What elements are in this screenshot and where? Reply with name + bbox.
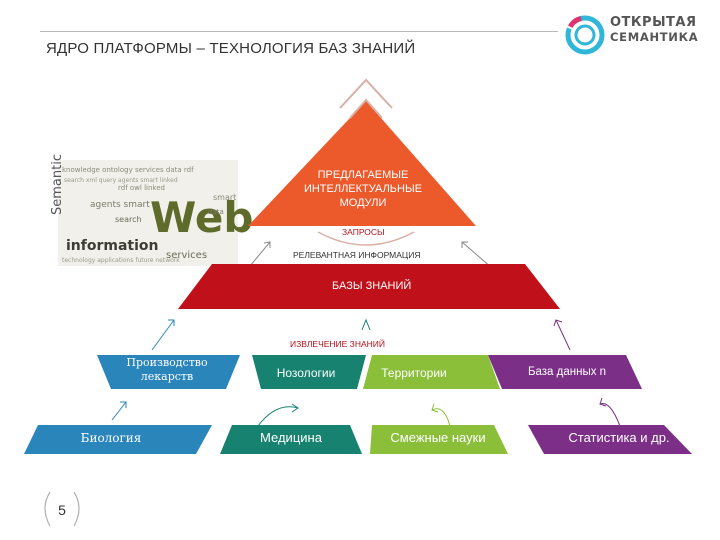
svg-text:Web: Web: [150, 193, 253, 242]
arrow-lower-2-icon: [291, 403, 299, 413]
page-bracket-right-icon: [73, 491, 80, 527]
upper-box-1: [97, 355, 240, 389]
lower-box-1-label: Биология: [80, 431, 142, 445]
extraction-label: ИЗВЛЕЧЕНИЕ ЗНАНИЙ: [290, 339, 385, 349]
upper-box-4-label: База данных n: [527, 366, 607, 378]
apex-bracket-icon: [349, 98, 383, 119]
logo-ring-icon: [565, 15, 605, 55]
svg-text:information: information: [66, 238, 159, 254]
logo-line-2: СЕМАНТИКА: [610, 30, 699, 44]
svg-text:agents smart: agents smart: [90, 200, 150, 210]
upper-box-2-label: Нозологии: [276, 366, 336, 380]
lower-box-2: [220, 425, 362, 454]
page-title: ЯДРО ПЛАТФОРМЫ – ТЕХНОЛОГИЯ БАЗ ЗНАНИЙ: [46, 40, 416, 57]
arrow-lower-3-icon: [431, 403, 439, 413]
relevant-info-label: РЕЛЕВАНТНАЯ ИНФОРМАЦИЯ: [293, 250, 421, 260]
queries-arc-icon: [317, 231, 415, 246]
knowledge-base-label: БАЗЫ ЗНАНИЙ: [332, 280, 412, 292]
upper-box-1-label: Производство лекарств: [126, 356, 208, 383]
svg-text:search: search: [115, 215, 142, 224]
svg-text:Semantic: Semantic: [50, 154, 65, 215]
arrow-extract-1-icon: [168, 319, 175, 326]
svg-text:rdf owl linked: rdf owl linked: [118, 184, 165, 192]
upper-box-3: [363, 355, 500, 389]
pyramid-top-shape: [248, 101, 476, 226]
lower-box-1: [24, 425, 212, 454]
queries-label: ЗАПРОСЫ: [342, 227, 385, 237]
pyramid-top-label: ПРЕДЛАГАЕМЫЕ ИНТЕЛЛЕКТУАЛЬНЫЕ МОДУЛИ: [303, 169, 423, 209]
logo-text: ОТКРЫТАЯ СЕМАНТИКА: [610, 15, 699, 45]
arrow-lower-1-icon: [120, 401, 127, 408]
svg-text:data: data: [208, 208, 224, 216]
upper-box-4: [488, 355, 642, 389]
apex-bracket-outer-icon: [339, 78, 393, 109]
svg-text:technology applications future: technology applications future network: [62, 257, 180, 264]
arrow-up-left-icon: [263, 241, 271, 248]
svg-text:smart: smart: [213, 193, 236, 202]
lower-box-3: [370, 425, 508, 454]
upper-box-3-label: Территории: [381, 366, 447, 380]
page-bracket-left-icon: [44, 491, 51, 527]
page-number: 5: [38, 492, 86, 532]
lower-box-4-label: Статистика и др.: [568, 430, 670, 445]
arrow-up-right-icon: [461, 241, 468, 248]
svg-text:services: services: [166, 250, 207, 261]
logo-line-1: ОТКРЫТАЯ: [610, 15, 697, 30]
header-rule: [40, 31, 558, 32]
arrow-extract-3-icon: [553, 319, 563, 327]
lower-box-2-label: Медицина: [260, 430, 322, 445]
arrow-lower-4-icon: [599, 397, 607, 407]
word-cloud-image: knowledge ontology services data rdf sea…: [50, 154, 253, 266]
pyramid-base-shape: [178, 264, 560, 309]
arrow-extract-2-icon: [361, 318, 371, 331]
svg-text:search xml query agents smart: search xml query agents smart linked: [64, 177, 178, 184]
svg-text:knowledge ontology services da: knowledge ontology services data rdf: [62, 166, 194, 174]
page-number-text: 5: [58, 502, 66, 518]
lower-box-4: [528, 425, 692, 454]
upper-box-2: [252, 355, 366, 389]
lower-box-3-label: Смежные науки: [390, 430, 486, 445]
